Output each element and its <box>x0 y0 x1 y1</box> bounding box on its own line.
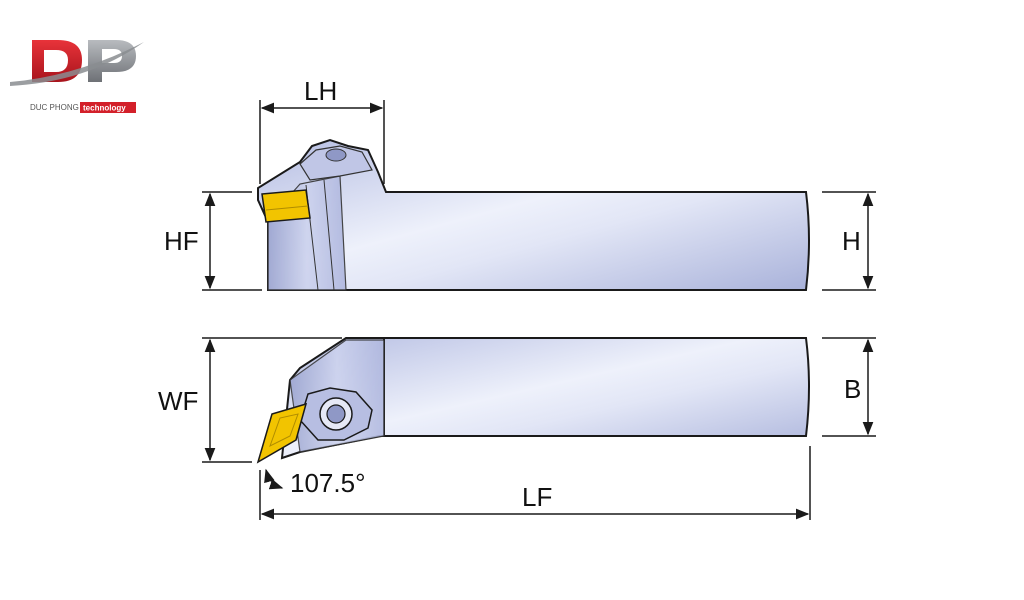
clamp-top <box>299 145 373 181</box>
dim-label-h: H <box>842 226 861 256</box>
dim-label-lh: LH <box>304 76 337 106</box>
side-view <box>257 138 810 291</box>
side-view-shank <box>257 138 810 291</box>
dimension-lines <box>202 100 876 520</box>
duc-phong-logo: DUC PHONG technology <box>10 40 144 113</box>
logo-tag-text: technology <box>83 104 126 113</box>
side-view-insert <box>261 189 311 223</box>
dim-label-angle: 107.5° <box>290 468 365 498</box>
top-view <box>256 337 810 464</box>
logo-letter-p <box>88 40 136 82</box>
dim-label-b: B <box>844 374 861 404</box>
top-view-insert <box>256 402 308 464</box>
top-view-shank <box>280 337 810 460</box>
logo-company-name: DUC PHONG <box>30 103 79 112</box>
logo-swoosh <box>10 42 144 86</box>
dim-label-wf: WF <box>158 386 198 416</box>
logo-tag-background <box>80 102 136 113</box>
dim-label-lf: LF <box>522 482 552 512</box>
dim-label-hf: HF <box>164 226 199 256</box>
